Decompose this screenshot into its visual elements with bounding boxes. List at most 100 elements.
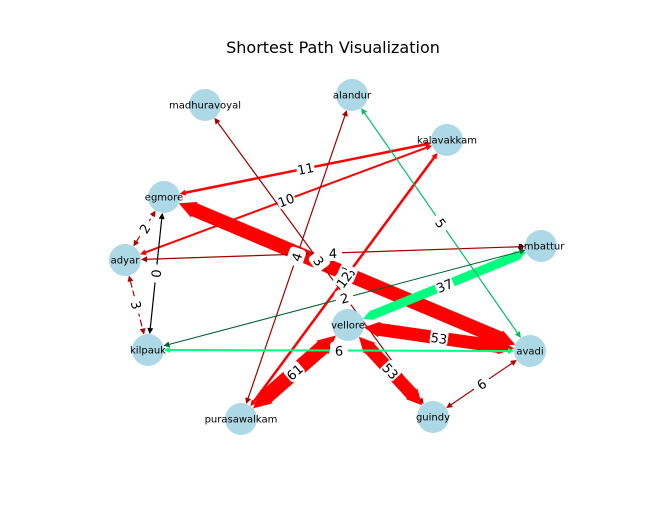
- arrowhead-vellore-purasawalkam: [253, 389, 273, 409]
- node-label: madhuravoyal: [169, 101, 241, 112]
- edge-weight-background: [295, 158, 316, 178]
- arrowhead-guindy-avadi: [510, 360, 517, 366]
- arrowhead-egmore-kilpauk: [147, 327, 154, 335]
- edge-weight-background: [429, 328, 449, 347]
- node-label: vellore: [331, 321, 365, 332]
- node-label: purasawalkam: [205, 415, 278, 426]
- edge-weight-vellore-ambattur: 37: [433, 274, 456, 297]
- edge-weight-kilpauk-ambattur: 2: [334, 287, 355, 308]
- edge-weight-text: 11: [296, 161, 315, 179]
- node-circle: [431, 124, 463, 156]
- arrowhead-alandur-purasawalkam: [245, 397, 251, 404]
- edge-weight-madhuravoyal-guindy: 3: [308, 250, 330, 272]
- arrowhead-ambattur-kilpauk: [163, 341, 171, 348]
- edge-weight-text: 4: [329, 247, 338, 262]
- node-alandur: alandur: [333, 79, 372, 111]
- arrowhead-kalavakkam-egmore: [179, 189, 187, 196]
- node-avadi: avadi: [514, 335, 546, 367]
- node-label: egmore: [145, 193, 183, 204]
- edge-weight-egmore-kalavakkam: 11: [295, 158, 316, 179]
- arrowhead-purasawalkam-alandur: [342, 110, 348, 117]
- arrowhead-adyar-ambattur: [518, 243, 526, 250]
- arrowhead-guindy-madhuravoyal: [214, 117, 221, 125]
- node-label: avadi: [516, 347, 543, 358]
- node-circle: [525, 230, 557, 262]
- edge-weight-adyar-kalavakkam: 10: [275, 189, 297, 211]
- node-kalavakkam: kalavakkam: [417, 124, 477, 156]
- node-egmore: egmore: [145, 181, 183, 213]
- node-guindy: guindy: [416, 401, 450, 433]
- edge-weight-background: [470, 373, 492, 395]
- node-circle: [189, 89, 221, 121]
- node-label: kilpauk: [130, 346, 166, 357]
- edge-label-layer: 11105842303412375253536166: [127, 158, 492, 395]
- arrowhead-kalavakkam-purasawalkam: [250, 399, 257, 407]
- edge-weight-background: [323, 243, 343, 262]
- edge-weight-text: 37: [435, 277, 456, 297]
- edge-weight-background: [275, 189, 297, 210]
- arrowhead-ambattur-adyar: [140, 256, 148, 263]
- edge-weight-background: [430, 212, 452, 234]
- arrowhead-vellore-ambattur: [514, 251, 527, 262]
- node-circle: [514, 335, 546, 367]
- node-label: ambattur: [518, 242, 566, 253]
- edge-weight-text: 3: [127, 300, 144, 312]
- node-circle: [148, 181, 180, 213]
- node-circle: [336, 79, 368, 111]
- arrowhead-kilpauk-avadi: [507, 347, 515, 354]
- chart-title: Shortest Path Visualization: [226, 38, 440, 57]
- arrowhead-avadi-kilpauk: [163, 347, 171, 354]
- edge-weight-background: [127, 294, 147, 315]
- edge-weight-text: 0: [150, 269, 166, 279]
- node-circle: [132, 334, 164, 366]
- edge-weight-text: 10: [276, 191, 297, 211]
- edge-weight-background: [146, 264, 165, 283]
- edge-weight-ambattur-adyar: 4: [323, 243, 343, 262]
- arrowhead-egmore-adyar: [133, 239, 140, 247]
- node-layer: alandur madhuravoyal kalavakkam egmore adyar…: [109, 79, 565, 435]
- node-label: kalavakkam: [417, 136, 477, 147]
- edge-weight-text: 53: [430, 331, 449, 348]
- node-label: alandur: [333, 91, 372, 102]
- node-circle: [417, 401, 449, 433]
- node-kilpauk: kilpauk: [130, 334, 166, 366]
- edge-weight-background: [308, 250, 330, 272]
- edge-weight-background: [433, 274, 455, 296]
- node-adyar: adyar: [109, 244, 141, 276]
- node-circle: [109, 244, 141, 276]
- arrowhead-purasawalkam-kalavakkam: [431, 152, 438, 160]
- arrowhead-purasawalkam-vellore: [316, 335, 336, 355]
- node-circle: [225, 403, 257, 435]
- arrowhead-avadi-egmore: [178, 201, 198, 218]
- edge-weight-adyar-egmore: 2: [133, 217, 155, 239]
- edge-weight-background: [283, 360, 305, 383]
- arrowhead-adyar-egmore: [149, 210, 156, 218]
- arrowhead-vellore-guindy: [405, 388, 423, 406]
- arrowhead-kilpauk-adyar: [127, 275, 134, 283]
- arrowhead-kalavakkam-adyar: [139, 249, 147, 256]
- node-circle: [332, 309, 364, 341]
- edge-weight-alandur-avadi: 5: [430, 212, 452, 234]
- node-label: adyar: [111, 256, 141, 267]
- edge-weight-text: 6: [335, 344, 343, 359]
- node-ambattur: ambattur: [518, 230, 566, 262]
- arrowhead-adyar-kilpauk: [139, 327, 146, 335]
- edge-weight-kilpauk-egmore: 0: [146, 264, 166, 283]
- node-madhuravoyal: madhuravoyal: [169, 89, 241, 121]
- edge-weight-purasawalkam-alandur: 4: [286, 246, 306, 268]
- edge-weight-guindy-avadi: 6: [470, 373, 492, 395]
- arrowhead-ambattur-vellore: [362, 309, 375, 320]
- arrowhead-adyar-kalavakkam: [425, 144, 433, 151]
- arrowhead-kilpauk-ambattur: [518, 248, 526, 255]
- edge-weight-text: 2: [339, 291, 351, 308]
- edge-weight-background: [286, 246, 306, 268]
- edge-weight-background: [329, 341, 349, 359]
- arrowhead-guindy-vellore: [358, 336, 376, 354]
- node-label: guindy: [416, 413, 450, 424]
- edge-weight-background: [133, 217, 155, 239]
- edge-weight-background: [333, 268, 355, 290]
- edge-weight-adyar-kilpauk: 3: [127, 294, 147, 315]
- node-purasawalkam: purasawalkam: [205, 403, 278, 435]
- arrowhead-kilpauk-egmore: [158, 212, 165, 220]
